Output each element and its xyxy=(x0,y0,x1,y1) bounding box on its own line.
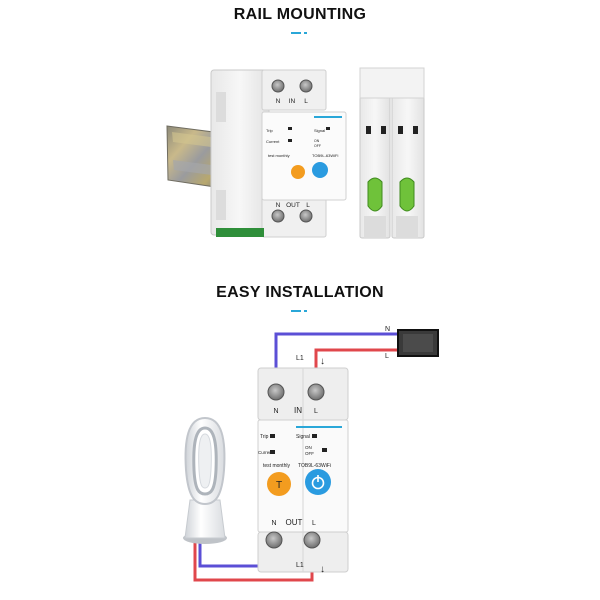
top-l1-label: L1 xyxy=(296,355,304,362)
front-test-monthly: test monthly xyxy=(263,463,290,469)
front-top-in: IN xyxy=(294,406,302,415)
side-test-monthly: test monthly xyxy=(268,153,290,158)
side-current: Current xyxy=(266,139,280,144)
breaker-side-view xyxy=(210,69,347,238)
source-l-label: L xyxy=(385,353,389,360)
power-icon xyxy=(305,469,331,495)
source-n-label: N xyxy=(385,326,390,333)
front-bottom-out: OUT xyxy=(286,518,303,527)
side-trip: Trip xyxy=(266,128,274,133)
front-bottom-l: L xyxy=(312,520,316,527)
side-model: TOB9L-63WiFi xyxy=(312,153,338,158)
breaker-front-view xyxy=(257,367,349,573)
side-top-l: L xyxy=(304,98,308,105)
bottom-l1-label: L1 xyxy=(296,562,304,569)
power-source-icon xyxy=(397,329,439,357)
side-bottom-l: L xyxy=(306,202,310,209)
side-top-n: N xyxy=(276,98,281,105)
bottom-arrow: ↓ xyxy=(320,564,325,575)
front-trip: Trip xyxy=(260,434,269,440)
heater-fan-icon xyxy=(183,416,227,544)
heading-accent-2 xyxy=(291,310,309,312)
side-off: OFF xyxy=(314,144,321,148)
breaker-side-labels: N IN L Trip Current Signal ON OFF test m… xyxy=(266,98,338,209)
breaker-rear-view xyxy=(359,67,425,239)
front-model: TOB9L-63WiFi xyxy=(298,463,331,469)
front-signal: Signal xyxy=(296,434,310,440)
side-signal: Signal xyxy=(314,128,325,133)
front-top-n: N xyxy=(273,408,278,415)
side-top-in: IN xyxy=(289,98,296,105)
heading-accent-1 xyxy=(291,32,309,34)
test-button-icon: T xyxy=(267,472,291,496)
heading-easy-installation: EASY INSTALLATION xyxy=(216,284,384,301)
front-current: Current xyxy=(258,450,274,455)
svg-text:T: T xyxy=(276,480,282,491)
front-off: OFF xyxy=(305,451,314,456)
side-bottom-n: N xyxy=(276,202,281,209)
front-on: ON xyxy=(305,445,312,450)
front-top-l: L xyxy=(314,408,318,415)
side-bottom-out: OUT xyxy=(286,202,300,209)
breaker-front-labels: N IN L Trip Current Signal ON OFF test m… xyxy=(258,406,331,527)
wiring-labels: N L L1 ↓ L1 ↓ xyxy=(296,326,390,575)
front-bottom-n: N xyxy=(271,520,276,527)
top-arrow: ↓ xyxy=(320,356,325,367)
heading-rail-mounting: RAIL MOUNTING xyxy=(233,6,367,23)
din-rail xyxy=(166,125,223,189)
side-on: ON xyxy=(314,139,320,143)
